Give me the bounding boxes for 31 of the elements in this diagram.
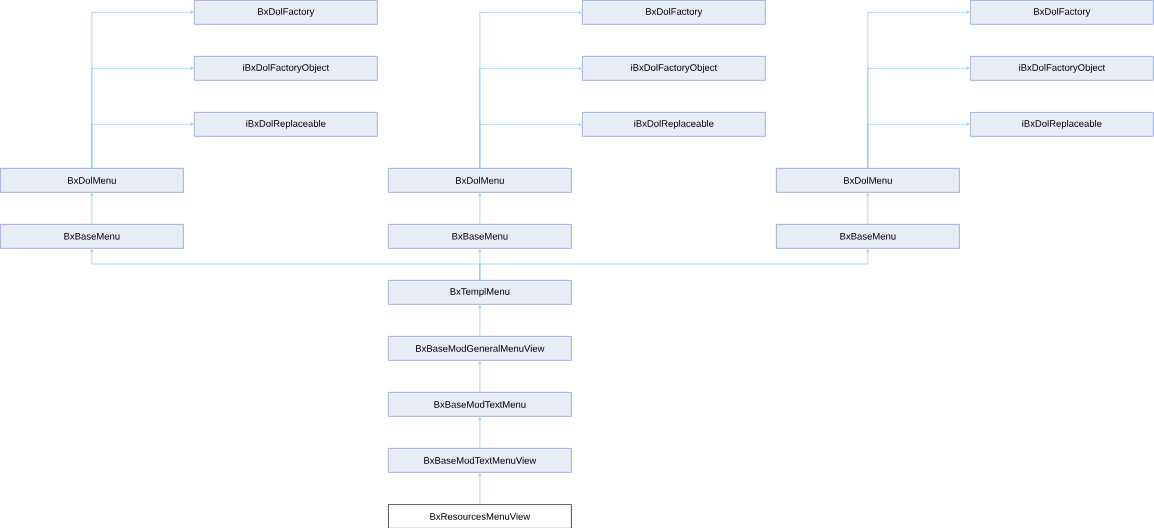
- arrow: [90, 193, 94, 225]
- class-box: iBxDolFactoryObject: [970, 56, 1154, 81]
- arrow: [478, 361, 482, 393]
- class-box: iBxDolReplaceable: [970, 112, 1154, 137]
- arrow: [478, 417, 482, 449]
- arrow: [91, 122, 194, 169]
- class-box: iBxDolReplaceable: [194, 112, 378, 137]
- arrow: [866, 193, 870, 225]
- class-box: iBxDolFactoryObject: [194, 56, 378, 81]
- class-box: BxDolMenu: [388, 168, 572, 193]
- arrow: [479, 122, 582, 169]
- class-box: iBxDolReplaceable: [582, 112, 766, 137]
- class-box: BxBaseMenu: [388, 224, 572, 249]
- arrow: [479, 249, 870, 281]
- arrow: [478, 193, 482, 225]
- class-box: BxDolFactory: [194, 0, 378, 25]
- class-box: BxBaseModGeneralMenuView: [388, 336, 572, 361]
- class-box: BxBaseMenu: [776, 224, 960, 249]
- class-box: iBxDolFactoryObject: [582, 56, 766, 81]
- class-box: BxDolFactory: [582, 0, 766, 25]
- class-box: BxBaseMenu: [0, 224, 184, 249]
- class-box: BxTemplMenu: [388, 280, 572, 305]
- arrow: [867, 122, 970, 169]
- class-box: BxDolFactory: [970, 0, 1154, 25]
- class-box: BxDolMenu: [0, 168, 184, 193]
- class-box: BxBaseModTextMenuView: [388, 448, 572, 473]
- class-box: BxResourcesMenuView: [388, 504, 572, 528]
- class-box: BxBaseModTextMenu: [388, 392, 572, 417]
- arrow: [478, 305, 482, 337]
- class-box: BxDolMenu: [776, 168, 960, 193]
- arrow: [478, 473, 482, 505]
